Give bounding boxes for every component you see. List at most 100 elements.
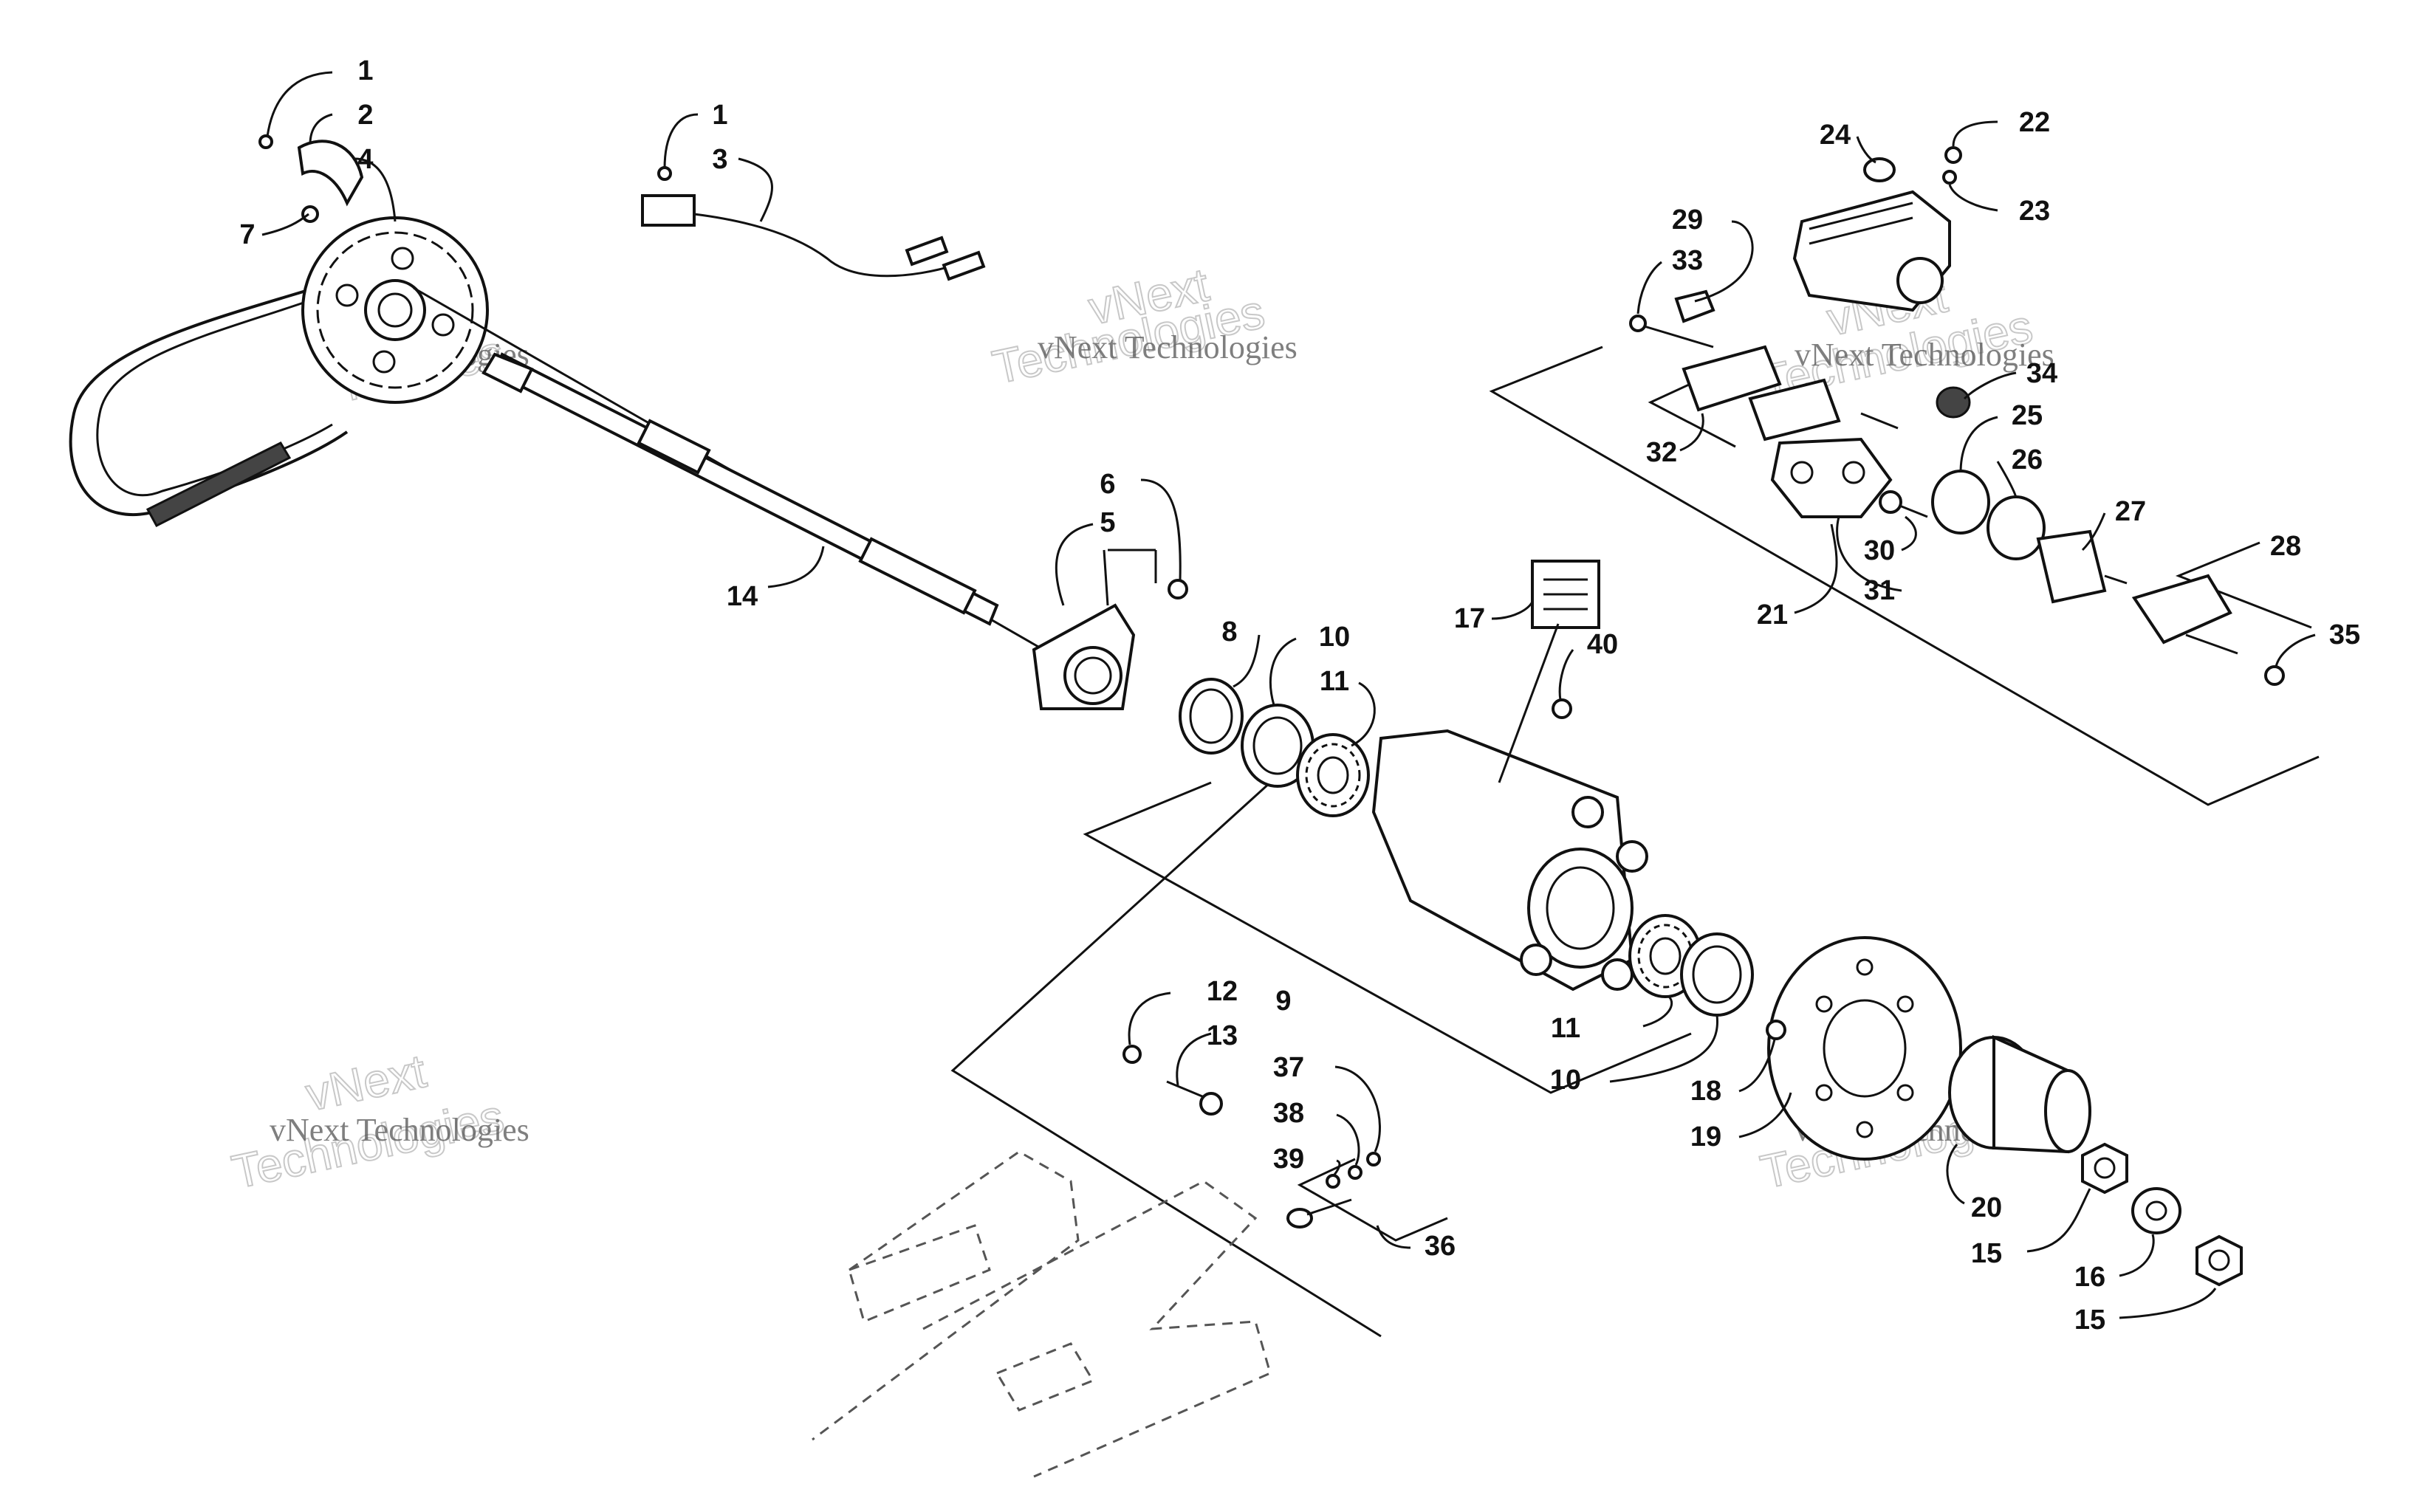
bracket-caliper-assembly	[1489, 346, 2320, 806]
callout-14: 14	[727, 581, 758, 612]
callout-15b: 15	[2074, 1305, 2105, 1336]
washer-16	[2131, 1187, 2181, 1234]
callout-33: 33	[1672, 245, 1703, 276]
leader-27	[2081, 512, 2106, 551]
callout-21: 21	[1757, 599, 1788, 630]
leader-10b	[1609, 1014, 1719, 1083]
axle-housing	[1371, 729, 1648, 992]
leader-2	[309, 113, 333, 145]
eye-bolt-36	[1286, 1198, 1352, 1228]
callout-36: 36	[1425, 1231, 1456, 1262]
leader-5	[1055, 523, 1094, 606]
watermark-4-text: vNext Technologies	[270, 1112, 529, 1148]
leader-15b	[2119, 1288, 2217, 1319]
bearing-race-10b	[1680, 932, 1754, 1017]
bleeder-cap-24	[1863, 157, 1896, 182]
rear-sprocket	[301, 216, 489, 404]
caliper-bracket-31	[1770, 437, 1893, 518]
leader-5-stem	[1103, 549, 1109, 606]
leader-10a	[1269, 637, 1297, 706]
callout-labels: 1 2 4 7 1 3 14 6 5 8 10 11 17 40 9 11 10…	[239, 55, 2360, 1336]
callout-10a: 10	[1319, 622, 1350, 653]
leader-39	[1332, 1159, 1341, 1177]
leader-33	[1636, 261, 1662, 315]
callout-38: 38	[1273, 1098, 1304, 1129]
callout-37: 37	[1273, 1052, 1304, 1083]
leader-16	[2119, 1234, 2155, 1277]
leader-40	[1558, 649, 1574, 701]
callout-4: 4	[357, 144, 373, 175]
callout-25: 25	[2012, 400, 2043, 431]
callout-28: 28	[2270, 531, 2301, 562]
callout-11a: 11	[1320, 666, 1349, 697]
watermark-2-line2: Technologies	[1125, 329, 1298, 365]
chain-guide	[297, 140, 364, 207]
leader-12	[1128, 992, 1171, 1045]
brake-lever-28	[2131, 574, 2238, 655]
leader-26	[1996, 461, 2018, 499]
lock-washer-39	[1326, 1174, 1340, 1189]
watermark-3-text: vNext Technologies	[1795, 337, 2054, 373]
callout-23: 23	[2019, 196, 2050, 227]
leader-7	[261, 213, 309, 236]
watermark-4-line1: vNext	[270, 1112, 349, 1148]
leader-31	[1836, 516, 1902, 592]
bracket-pin-kit	[2175, 541, 2312, 629]
washer-part-12	[1122, 1045, 1142, 1064]
wheel-hub	[1948, 1034, 2091, 1154]
watermark-3-line1: vNext	[1795, 337, 1874, 373]
ball-bearing-11a	[1296, 733, 1370, 817]
callout-22: 22	[2019, 107, 2050, 138]
watermark-2-text: vNext Technologies	[1038, 329, 1298, 365]
leader-6	[1140, 478, 1182, 581]
brake-disc	[1767, 936, 1962, 1161]
bleeder-screw-22	[1944, 146, 1962, 164]
leader-32	[1679, 413, 1704, 452]
callout-7: 7	[239, 219, 255, 250]
axle-nut-15a	[2081, 1142, 2128, 1195]
leader-37	[1334, 1065, 1381, 1152]
callout-10b: 10	[1550, 1065, 1581, 1096]
leader-17-stem	[1498, 623, 1560, 783]
callout-18: 18	[1690, 1076, 1721, 1107]
leader-1b	[663, 113, 699, 169]
warning-decal	[1531, 560, 1600, 629]
dust-seal-26	[1987, 495, 2046, 560]
bearing-race-10a	[1241, 704, 1314, 788]
brake-pads-32	[1682, 345, 1841, 441]
bracket-brake-pads	[1648, 379, 1736, 448]
bracket-hub-assembly	[1083, 781, 1692, 1094]
callout-15a: 15	[1971, 1238, 2002, 1269]
leader-1a	[266, 71, 333, 137]
callout-29: 29	[1672, 205, 1703, 236]
callout-20: 20	[1971, 1192, 2002, 1223]
leader-13	[1176, 1032, 1212, 1086]
leader-18	[1738, 1039, 1776, 1093]
callout-6: 6	[1100, 469, 1115, 500]
bolt-part-6	[1168, 579, 1188, 599]
leader-lines	[261, 71, 2316, 1319]
leader-19	[1738, 1092, 1792, 1138]
callout-31: 31	[1864, 575, 1895, 606]
watermark-3-line2: Technologies	[1882, 337, 2054, 373]
leader-8	[1233, 634, 1261, 688]
leader-25	[1959, 416, 1998, 473]
callout-30: 30	[1864, 535, 1895, 566]
callout-17: 17	[1454, 603, 1485, 634]
callout-19: 19	[1690, 1121, 1721, 1152]
leader-15a	[2026, 1188, 2091, 1253]
slide-pin-34	[1860, 412, 1899, 430]
leader-21	[1794, 523, 1838, 614]
swing-arm-reference	[812, 1150, 1272, 1478]
bolt-part-35	[2264, 665, 2285, 686]
callout-24: 24	[1820, 120, 1851, 151]
nut-part-37	[1366, 1152, 1381, 1166]
washer-part-38	[1348, 1165, 1362, 1180]
leader-22	[1952, 120, 1998, 147]
watermark-4-line2: Technologies	[357, 1112, 529, 1148]
leader-11b	[1642, 995, 1673, 1028]
dust-boot-34	[1936, 386, 1971, 419]
rear-axle	[413, 286, 1108, 688]
caliper-piston-27	[2036, 529, 2128, 604]
